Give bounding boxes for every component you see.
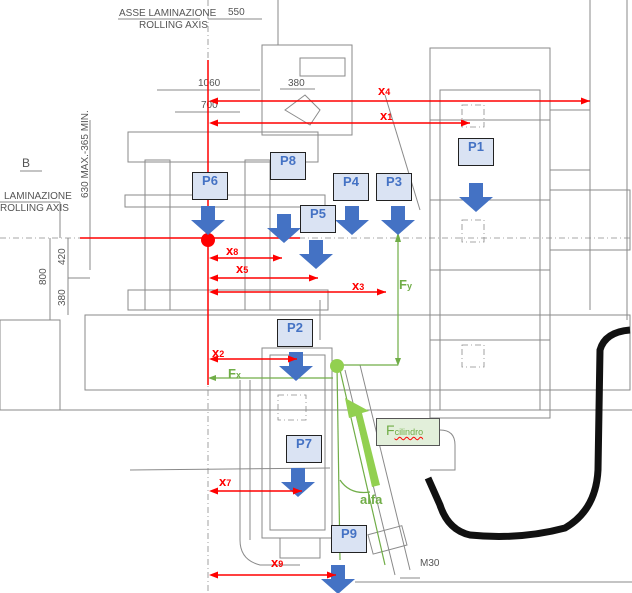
load-box-p8: P8	[270, 152, 306, 180]
dim-m30: M30	[420, 558, 440, 569]
fx-sub: x	[235, 370, 241, 380]
force-base: F	[386, 422, 395, 438]
distance-base: x	[378, 83, 386, 98]
reference-point	[201, 233, 215, 247]
load-box-p3: P3	[376, 173, 412, 201]
distance-sub: 9	[278, 559, 284, 569]
fy-sub: y	[406, 281, 412, 291]
distance-base: x	[236, 261, 244, 276]
load-arrow-p6	[191, 206, 225, 235]
arrowhead	[377, 288, 386, 296]
arrowhead	[209, 274, 218, 282]
arrowhead	[209, 487, 218, 495]
force-sub-cilindro: cilindro	[394, 427, 424, 437]
hydraulic-hose	[424, 326, 631, 540]
dim-420: 420	[57, 248, 68, 265]
load-box-p5: P5	[300, 205, 336, 233]
fy-label: Fy	[399, 276, 412, 294]
cylinder-pivot	[330, 359, 344, 373]
distance-label-x2: x2	[212, 345, 224, 360]
left-axis-label-en: ROLLING AXIS	[0, 203, 69, 214]
distance-label-x7: x7	[219, 474, 231, 489]
dim-550: 550	[228, 7, 245, 18]
load-box-p6: P6	[192, 172, 228, 200]
arrowhead	[327, 571, 336, 579]
load-box-p4: P4	[333, 173, 369, 201]
distance-base: x	[226, 243, 234, 258]
arrowhead	[461, 119, 470, 127]
dim-380-top: 380	[288, 78, 305, 89]
arrowhead	[209, 288, 218, 296]
load-arrow-p9	[321, 565, 355, 593]
arrowhead	[309, 274, 318, 282]
arrowhead	[209, 355, 218, 363]
distance-sub: 7	[226, 478, 232, 488]
left-axis-label-it: LAMINAZIONE	[4, 191, 72, 202]
distance-label-x9: x9	[271, 555, 283, 570]
cylinder-force-label-box: Fcilindro	[376, 418, 440, 446]
dim-1060: 1060	[198, 78, 221, 89]
arrowhead	[209, 254, 218, 262]
fy-base: F	[399, 277, 407, 292]
arrowhead	[293, 487, 302, 495]
distance-sub: 3	[359, 282, 365, 292]
arrowhead	[288, 355, 297, 363]
load-box-p7: P7	[286, 435, 322, 463]
distance-arrows	[80, 60, 300, 385]
distance-label-x4: x4	[378, 83, 390, 98]
load-box-p1: P1	[458, 138, 494, 166]
distance-label-x5: x5	[236, 261, 248, 276]
distance-label-x3: x3	[352, 278, 364, 293]
fx-label: Fx	[228, 365, 241, 383]
rolling-axis-label-en: ROLLING AXIS	[139, 20, 208, 31]
dim-380-left: 380	[57, 289, 68, 306]
distance-label-x8: x8	[226, 243, 238, 258]
arrowhead	[209, 119, 218, 127]
distance-sub: 5	[243, 265, 249, 275]
distance-base: x	[271, 555, 279, 570]
angle-label: alfa	[360, 492, 383, 507]
distance-base: x	[212, 345, 220, 360]
distance-base: x	[352, 278, 360, 293]
dim-630: 630 MAX.-365 MIN.	[80, 110, 91, 198]
force-vectors	[208, 232, 401, 566]
view-marker-b: B	[22, 156, 30, 170]
arrowhead	[273, 254, 282, 262]
load-arrow-p8	[267, 214, 301, 243]
distance-sub: 4	[385, 87, 391, 97]
fx-base: F	[228, 366, 236, 381]
load-arrow-p7	[281, 468, 315, 497]
load-arrow-p2	[279, 352, 313, 381]
dim-700: 700	[201, 100, 218, 111]
dim-800: 800	[38, 268, 49, 285]
arrowhead	[581, 97, 590, 105]
cylinder-force-arrow	[345, 398, 380, 487]
load-box-p2: P2	[277, 319, 313, 347]
distance-sub: 2	[219, 349, 225, 359]
distance-base: x	[219, 474, 227, 489]
arrowhead	[209, 571, 218, 579]
load-arrow-p3	[381, 206, 415, 235]
rolling-axis-label-it: ASSE LAMINAZIONE	[119, 8, 217, 19]
load-arrow-p4	[335, 206, 369, 235]
load-box-p9: P9	[331, 525, 367, 553]
distance-base: x	[380, 108, 388, 123]
distance-sub: 8	[233, 247, 239, 257]
distance-label-x1: x1	[380, 108, 392, 123]
arrowhead	[209, 97, 218, 105]
load-arrow-p1	[459, 183, 493, 212]
load-arrow-p5	[299, 240, 333, 269]
distance-sub: 1	[387, 112, 393, 122]
